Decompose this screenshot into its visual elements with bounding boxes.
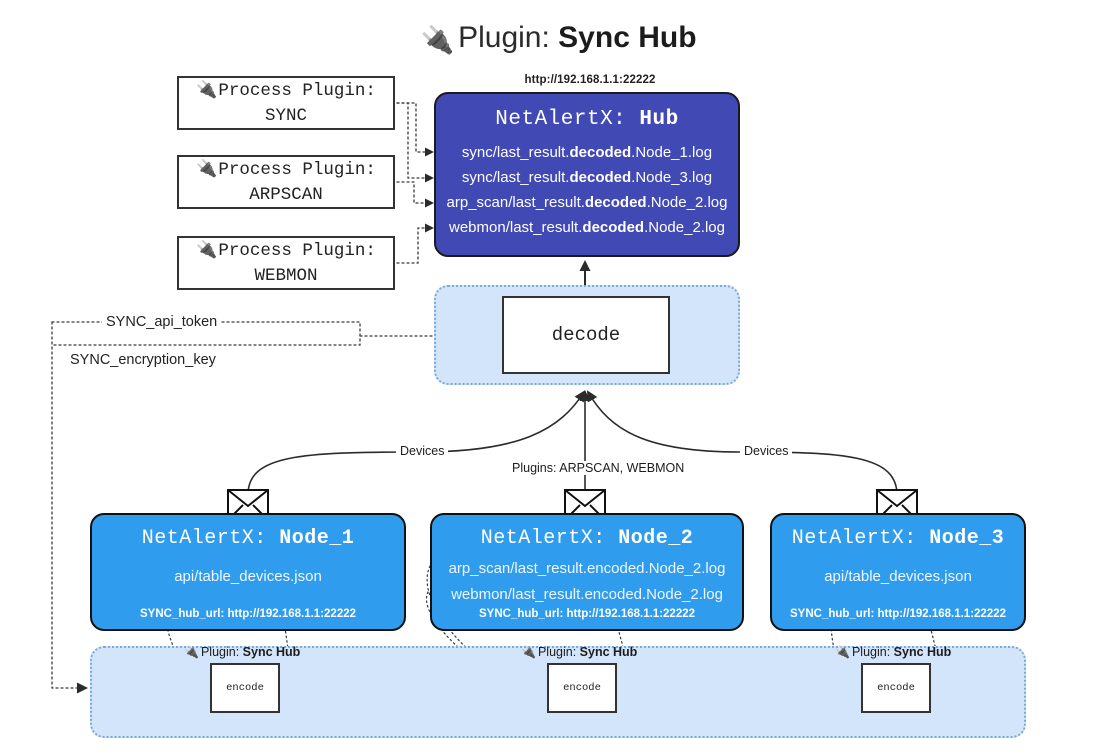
node-card-node-1[interactable]: NetAlertX: Node_1 api/table_devices.json… — [90, 513, 406, 631]
page-title: 🔌Plugin: Sync Hub — [0, 16, 1117, 60]
devices-label-right: Devices — [740, 444, 793, 458]
node-hub-url: SYNC_hub_url: http://192.168.1.1:22222 — [789, 608, 1007, 620]
plug-icon: 🔌 — [196, 240, 218, 259]
page-title-name: Sync Hub — [558, 21, 697, 54]
node-card-node-3[interactable]: NetAlertX: Node_3 api/table_devices.json… — [770, 513, 1026, 631]
encoder-plugin-label-2: 🔌Plugin: Sync Hub — [521, 645, 638, 659]
page-title-prefix: Plugin: — [458, 21, 550, 54]
process-plugin-label: Process Plugin: — [218, 160, 376, 180]
process-plugin-box-sync[interactable]: 🔌Process Plugin: SYNC — [177, 76, 395, 130]
node-title-name: Node_3 — [929, 527, 1005, 550]
node-title: NetAlertX: Node_2 — [432, 527, 742, 550]
node-title-prefix: NetAlertX: — [791, 527, 917, 550]
node-line: api/table_devices.json — [824, 568, 972, 585]
process-plugin-label: Process Plugin: — [218, 241, 376, 261]
plug-icon: 🔌 — [196, 80, 218, 99]
node-line-list: api/table_devices.json — [92, 564, 404, 590]
node-title-prefix: NetAlertX: — [141, 527, 267, 550]
plug-icon: 🔌 — [196, 159, 218, 178]
hub-row: webmon/last_result.decoded.Node_2.log — [449, 219, 725, 236]
hub-url-label: http://192.168.1.1:22222 — [524, 74, 656, 86]
hub-title-prefix: NetAlertX: — [495, 108, 627, 131]
encoder-plugin-label-1: 🔌Plugin: Sync Hub — [184, 645, 301, 659]
process-plugin-header: 🔌Process Plugin: — [196, 77, 376, 104]
process-plugin-header: 🔌Process Plugin: — [196, 156, 376, 183]
process-plugin-name: ARPSCAN — [249, 185, 323, 205]
encode-box-1[interactable]: encode — [210, 663, 280, 713]
node-line: api/table_devices.json — [174, 568, 322, 585]
plug-icon: 🔌 — [521, 645, 536, 659]
plug-icon: 🔌 — [184, 645, 199, 659]
encoder-plugin-label-3: 🔌Plugin: Sync Hub — [835, 645, 952, 659]
decode-box[interactable]: decode — [502, 296, 670, 374]
node-hub-url: SYNC_hub_url: http://192.168.1.1:22222 — [478, 608, 696, 620]
hub-row: sync/last_result.decoded.Node_3.log — [461, 169, 713, 186]
encode-box-3[interactable]: encode — [861, 663, 931, 713]
node-title: NetAlertX: Node_3 — [772, 527, 1024, 550]
hub-title-name: Hub — [639, 108, 679, 131]
process-plugin-box-arpscan[interactable]: 🔌Process Plugin: ARPSCAN — [177, 155, 395, 209]
process-plugin-box-webmon[interactable]: 🔌Process Plugin: WEBMON — [177, 236, 395, 290]
node-title: NetAlertX: Node_1 — [92, 527, 404, 550]
sync-encryption-key-label: SYNC_encryption_key — [66, 352, 220, 368]
hub-node[interactable]: NetAlertX: Hub sync/last_result.decoded.… — [434, 92, 740, 257]
process-plugin-label: Process Plugin: — [218, 81, 376, 101]
node-hub-url: SYNC_hub_url: http://192.168.1.1:22222 — [139, 608, 357, 620]
hub-row: arp_scan/last_result.decoded.Node_2.log — [446, 194, 728, 211]
hub-title: NetAlertX: Hub — [436, 108, 738, 131]
hub-row: sync/last_result.decoded.Node_1.log — [461, 144, 713, 161]
node-card-node-2[interactable]: NetAlertX: Node_2 arp_scan/last_result.e… — [430, 513, 744, 631]
encode-box-2[interactable]: encode — [547, 663, 617, 713]
plug-icon: 🔌 — [420, 25, 455, 55]
node-line-list: arp_scan/last_result.encoded.Node_2.log … — [432, 556, 742, 608]
process-plugin-header: 🔌Process Plugin: — [196, 237, 376, 264]
process-plugin-name: WEBMON — [254, 266, 318, 286]
node-line: arp_scan/last_result.encoded.Node_2.log — [448, 560, 726, 577]
plug-icon: 🔌 — [835, 645, 850, 659]
plugins-label-center: Plugins: ARPSCAN, WEBMON — [508, 461, 689, 475]
sync-api-token-label: SYNC_api_token — [102, 314, 222, 330]
node-title-name: Node_2 — [618, 527, 694, 550]
node-line-list: api/table_devices.json — [772, 564, 1024, 590]
node-title-name: Node_1 — [279, 527, 355, 550]
node-line: webmon/last_result.encoded.Node_2.log — [451, 586, 723, 603]
devices-label-left: Devices — [396, 444, 449, 458]
hub-row-list: sync/last_result.decoded.Node_1.log sync… — [436, 140, 738, 240]
process-plugin-name: SYNC — [264, 106, 307, 126]
node-title-prefix: NetAlertX: — [480, 527, 606, 550]
